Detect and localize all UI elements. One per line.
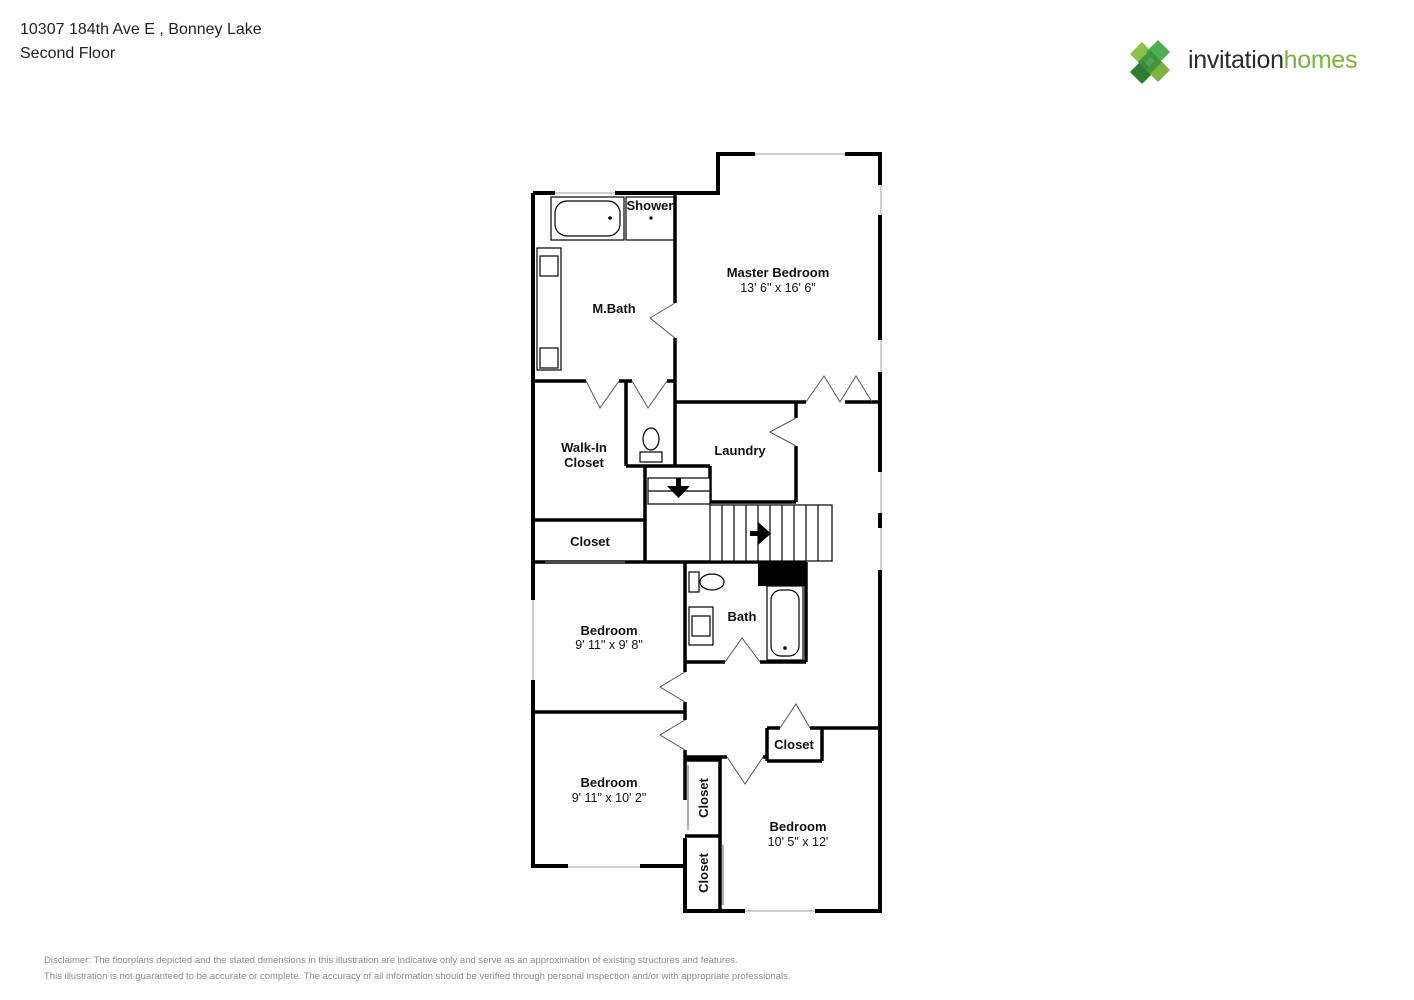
label-closet-hall: Closet (570, 534, 610, 549)
label-laundry: Laundry (714, 443, 766, 458)
label-closet-vertical-1: Closet (696, 777, 711, 817)
label-closet-vertical-2: Closet (696, 852, 711, 892)
stair-arrows (667, 478, 771, 545)
vanity-icon (536, 247, 562, 371)
logo-word-homes: homes (1283, 46, 1358, 74)
label-walkin-2: Closet (564, 455, 604, 470)
chimney-block (758, 562, 806, 586)
label-bedroom-3: Bedroom (580, 775, 637, 790)
bath-tub-2-icon (766, 585, 804, 661)
floor-label: Second Floor (20, 45, 116, 62)
label-mbath: M.Bath (592, 301, 635, 316)
label-bedroom-4: Bedroom (769, 819, 826, 834)
label-master-bedroom: Master Bedroom (727, 265, 830, 280)
staircase (647, 477, 833, 562)
sliding-doors (545, 561, 724, 905)
label-closet-small: Closet (774, 737, 814, 752)
label-bath: Bath (728, 609, 757, 624)
toilet-icon (639, 427, 663, 463)
label-shower: Shower (627, 198, 674, 213)
logo-wordmark: invitationhomes (1188, 46, 1358, 75)
logo-mark-icon (1130, 40, 1170, 84)
sink-icon (688, 606, 714, 646)
disclaimer-line-1: Disclaimer: The floorplans depicted and … (44, 955, 738, 966)
dims-bedroom-4: 10' 5" x 12' (768, 835, 829, 849)
windows (532, 153, 882, 912)
label-bedroom-2: Bedroom (580, 623, 637, 638)
disclaimer-line-2: This illustration is not guaranteed to b… (44, 971, 791, 982)
brand-logo: invitationhomes (1128, 38, 1388, 88)
door-swings (585, 302, 873, 785)
label-walkin-1: Walk-In (561, 440, 607, 455)
logo-word-invitation: invitation (1188, 46, 1284, 74)
dims-master-bedroom: 13' 6" x 16' 6" (740, 281, 816, 295)
shower-icon (625, 196, 676, 241)
dims-bedroom-3: 9' 11" x 10' 2" (572, 791, 647, 805)
bathtub-icon (550, 196, 625, 241)
property-address: 10307 184th Ave E , Bonney Lake (20, 21, 262, 38)
dims-bedroom-2: 9' 11" x 9' 8" (575, 638, 643, 652)
toilet-2-icon (688, 571, 725, 593)
exterior-walls (531, 152, 882, 913)
